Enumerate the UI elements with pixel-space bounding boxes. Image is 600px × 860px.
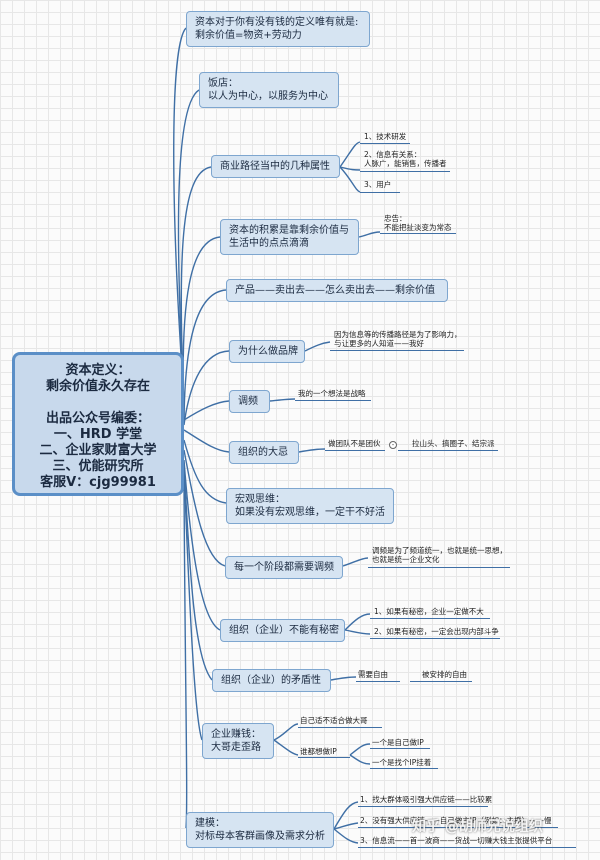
- branch-why-brand[interactable]: 为什么做品牌: [229, 340, 305, 363]
- branch-organization-taboo[interactable]: 组织的大忌: [229, 441, 299, 464]
- sub-underline: [298, 727, 382, 728]
- sub-model-1: 1、找大群体吸引强大供应链——比较累: [360, 795, 493, 804]
- sub-underline: [370, 768, 438, 769]
- sub-underline: [298, 757, 350, 758]
- branch-line: 资本对于你有没有钱的定义唯有就是:: [195, 17, 359, 28]
- root-line-8: 客服V：cjg99981: [40, 475, 156, 490]
- collapse-toggle-icon[interactable]: -: [389, 441, 397, 449]
- sub-underline: [370, 618, 490, 619]
- branch-making-money[interactable]: 企业赚钱： 大哥走歪路: [202, 723, 274, 759]
- sub-tune-purpose-1: 调频是为了频道统一，也就是统一思想，: [372, 546, 507, 555]
- root-line-7: 三、优能研究所: [52, 459, 144, 474]
- sub-underline: [356, 681, 400, 682]
- sub-tech-rd: 1、技术研发: [364, 132, 407, 141]
- root-node[interactable]: 资本定义： 剩余价值永久存在 出品公众号编委： 一、HRD 学堂 二、企业家财富…: [12, 352, 184, 496]
- sub-underline: [380, 233, 456, 234]
- sub-strategy-idea: 我的一个想法是战略: [298, 389, 366, 398]
- sub-advice-title: 忠告：: [384, 214, 407, 223]
- branch-line: 建模：: [195, 818, 225, 829]
- sub-info-relation-detail: 人脉广，能销售，传播者: [364, 159, 447, 168]
- branch-each-stage-tune[interactable]: 每一个阶段都需要调频: [225, 556, 343, 579]
- sub-tune-purpose-2: 也就是统一企业文化: [372, 555, 440, 564]
- sub-underline: [360, 143, 410, 144]
- sub-underline: [370, 638, 500, 639]
- sub-underline: [330, 350, 464, 351]
- watermark: 知乎 @胡师兄说组织: [412, 819, 543, 835]
- branch-line: 商业路径当中的几种属性: [220, 161, 330, 172]
- sub-underline: [325, 450, 385, 451]
- sub-underline: [360, 171, 450, 172]
- root-line-2: 剩余价值永久存在: [45, 379, 150, 394]
- branch-line: 饭店：: [208, 78, 238, 89]
- branch-product-sales[interactable]: 产品——卖出去——怎么卖出去——剩余价值: [226, 279, 448, 302]
- sub-secret-infighting: 2、如果有秘密，一定会出现内部斗争: [374, 627, 499, 636]
- sub-own-ip: 一个是自己做IP: [372, 738, 424, 747]
- sub-underline: [358, 847, 576, 848]
- branch-line: 为什么做品牌: [238, 346, 298, 357]
- sub-factions: 拉山头、搞圈子、结宗派: [412, 439, 495, 448]
- branch-line: 调频: [238, 396, 258, 407]
- branch-line: 以人为中心，以服务为中心: [208, 91, 328, 102]
- sub-users: 3、用户: [364, 180, 392, 189]
- branch-line: 企业赚钱：: [211, 729, 261, 740]
- branch-line: 宏观思维：: [235, 494, 285, 505]
- branch-line: 资本的积累是靠剩余价值与: [229, 225, 349, 236]
- sub-brand-reason-1: 因为信息等的传播路径是为了影响力，: [334, 330, 462, 339]
- sub-underline: [358, 827, 558, 828]
- sub-model-2: 2、没有强大供应链——自己做主IP（例如：主播）——慢: [360, 816, 552, 825]
- sub-find-ip: 一个是找个IP挂着: [372, 758, 432, 767]
- sub-suit-big-brother: 自己适不适合做大哥: [300, 716, 368, 725]
- branch-line: 对标母本客群画像及需求分析: [195, 831, 325, 842]
- branch-contradiction[interactable]: 组织（企业）的矛盾性: [212, 669, 331, 692]
- sub-underline: [370, 748, 430, 749]
- sub-underline: [398, 450, 498, 451]
- branch-business-attributes[interactable]: 商业路径当中的几种属性: [211, 155, 340, 178]
- branch-line: 组织（企业）的矛盾性: [221, 675, 321, 686]
- branch-no-secrets[interactable]: 组织（企业）不能有秘密: [220, 619, 345, 642]
- sub-secret-not-big: 1、如果有秘密，企业一定做不大: [374, 607, 484, 616]
- branch-line: 剩余价值=物资+劳动力: [195, 30, 302, 41]
- branch-line: 组织（企业）不能有秘密: [229, 625, 339, 636]
- sub-model-3: 3、信息流——首一波商——货战一切赚大钱主张提供平台: [360, 836, 553, 845]
- sub-underline: [368, 567, 510, 568]
- sub-underline: [358, 806, 488, 807]
- branch-line: 如果没有宏观思维，一定干不好活: [235, 507, 385, 518]
- branch-modeling[interactable]: 建模： 对标母本客群画像及需求分析: [186, 812, 334, 848]
- root-line-6: 二、企业家财富大学: [39, 443, 157, 458]
- branch-line: 生活中的点点滴滴: [229, 238, 309, 249]
- sub-info-relation: 2、信息有关系：: [364, 150, 422, 159]
- sub-need-freedom: 需要自由: [358, 670, 388, 679]
- root-line-3: [19, 395, 177, 411]
- branch-line: 每一个阶段都需要调频: [234, 562, 334, 573]
- branch-line: 组织的大忌: [238, 447, 288, 458]
- sub-arranged-freedom: 被安排的自由: [422, 670, 467, 679]
- root-line-1: 资本定义：: [65, 363, 131, 378]
- branch-restaurant[interactable]: 饭店： 以人为中心，以服务为中心: [199, 72, 339, 108]
- branch-line: 大哥走歪路: [211, 742, 261, 753]
- branch-tune-frequency[interactable]: 调频: [229, 390, 270, 413]
- branch-line: 产品——卖出去——怎么卖出去——剩余价值: [235, 285, 435, 296]
- sub-everyone-ip: 谁都想做IP: [300, 747, 337, 756]
- branch-capital-definition[interactable]: 资本对于你有没有钱的定义唯有就是: 剩余价值=物资+劳动力: [186, 11, 370, 47]
- root-line-5: 一、HRD 学堂: [53, 427, 143, 442]
- branch-macro-thinking[interactable]: 宏观思维： 如果没有宏观思维，一定干不好活: [226, 488, 394, 524]
- sub-underline: [360, 192, 400, 193]
- sub-underline: [295, 400, 371, 401]
- root-line-4: 出品公众号编委：: [45, 411, 150, 426]
- sub-team-not-gang: 做团队不是团伙: [328, 439, 381, 448]
- sub-brand-reason-2: 与让更多的人知道——我好: [334, 339, 424, 348]
- sub-underline: [410, 681, 472, 682]
- sub-advice: 不能把扯淡变为常态: [384, 223, 452, 232]
- branch-capital-accumulation[interactable]: 资本的积累是靠剩余价值与 生活中的点点滴滴: [220, 219, 359, 255]
